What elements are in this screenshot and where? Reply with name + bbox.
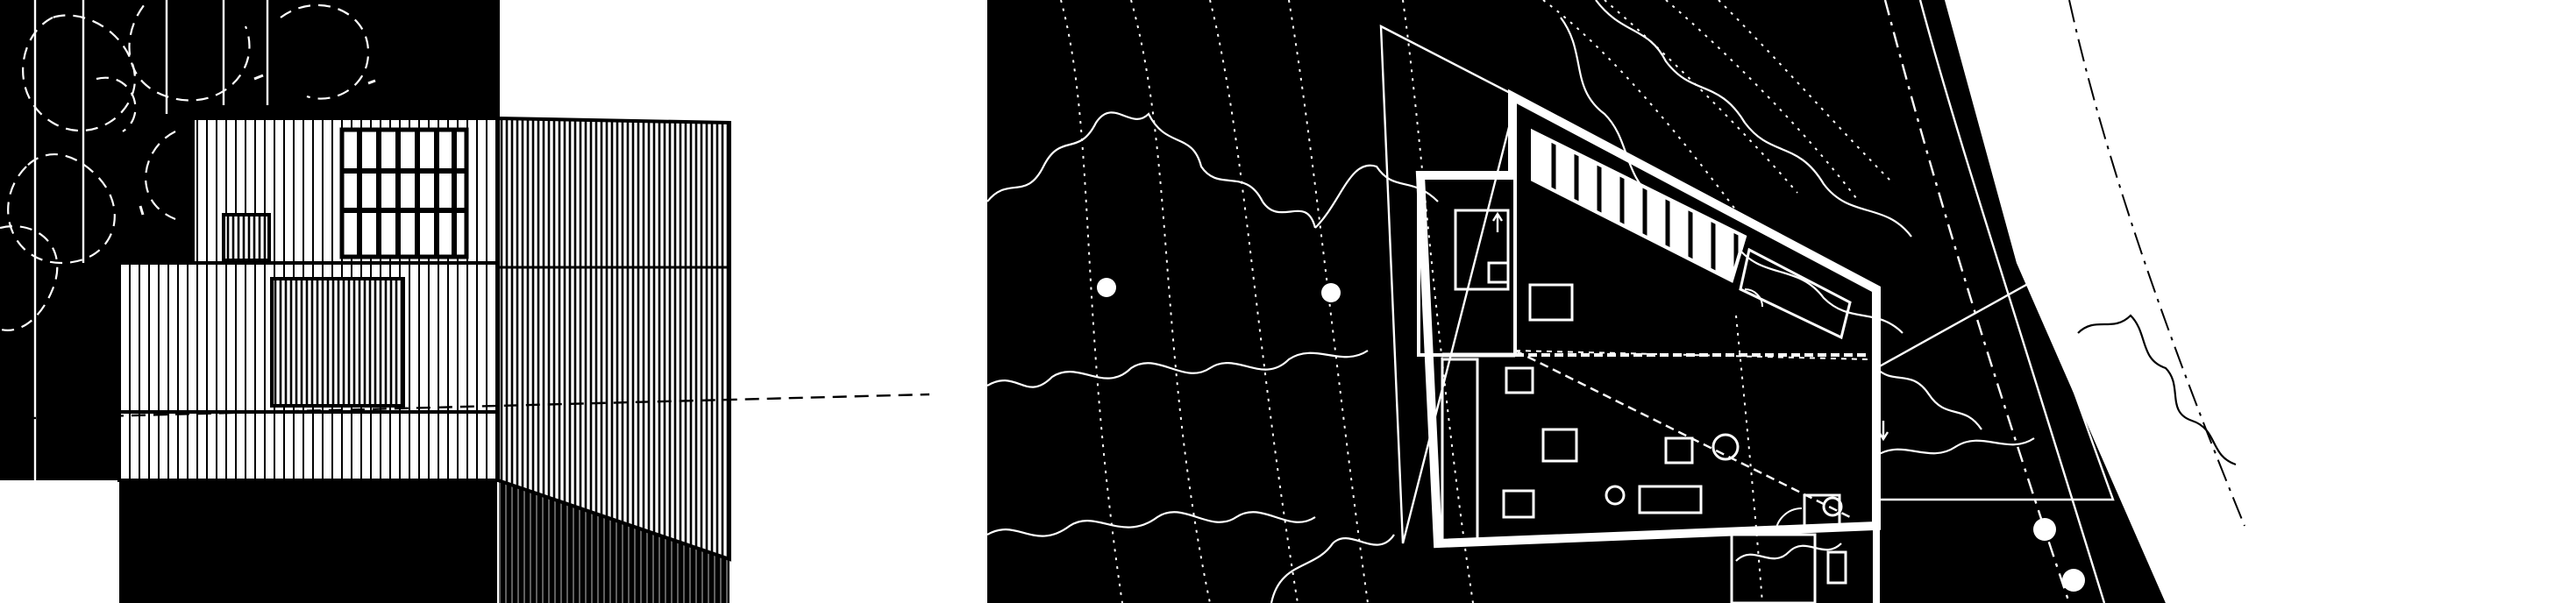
contour-lines bbox=[1060, 0, 1895, 603]
road-verge bbox=[1945, 0, 2576, 603]
side-facade bbox=[496, 116, 731, 562]
small-window bbox=[222, 213, 271, 262]
window-grille bbox=[342, 130, 466, 257]
furniture bbox=[1487, 261, 1843, 530]
section-line bbox=[0, 393, 930, 421]
site-parcel bbox=[1379, 24, 1519, 544]
building-base bbox=[119, 480, 498, 603]
branch-marks bbox=[139, 74, 376, 216]
site-ground bbox=[987, 0, 2166, 603]
road-lines bbox=[1883, 0, 2106, 603]
living-room bbox=[1441, 358, 1479, 545]
arrow-icon bbox=[1491, 211, 1889, 442]
kitchen-counter bbox=[1739, 247, 1852, 340]
tree-markers bbox=[1097, 278, 2085, 592]
property-boundary bbox=[2068, 0, 2245, 527]
shrub-outline bbox=[2077, 314, 2237, 466]
elevation-panel bbox=[0, 0, 930, 603]
house-plan bbox=[1415, 89, 1889, 603]
site-plan-panel bbox=[986, 0, 2576, 603]
grilled-window bbox=[339, 127, 469, 259]
closet bbox=[1454, 209, 1510, 291]
service-block bbox=[1730, 533, 1817, 603]
ground-band bbox=[117, 410, 500, 482]
parcel-boundary-east bbox=[1875, 279, 2115, 501]
staircase bbox=[1531, 128, 1747, 283]
large-shutter-window bbox=[270, 277, 405, 408]
door-swings bbox=[1744, 288, 1803, 536]
